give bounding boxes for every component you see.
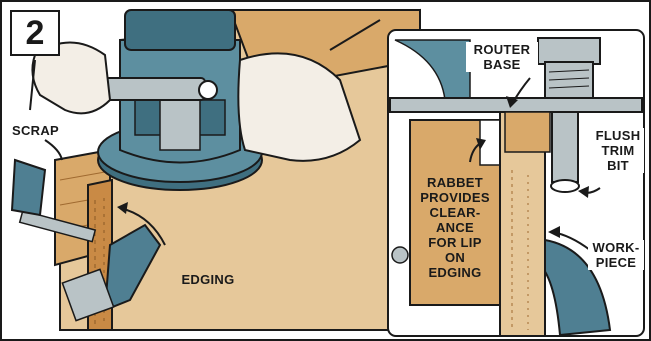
label-flush-trim-bit: FLUSH TRIM BIT (592, 128, 644, 173)
label-router-base: ROUTER BASE (466, 42, 538, 72)
clamp-handle (12, 160, 45, 215)
label-workpiece: WORK- PIECE (588, 240, 644, 270)
label-edging: EDGING (168, 272, 248, 287)
flush-trim-bit (552, 112, 578, 182)
bit-nut (538, 38, 600, 64)
step-number: 2 (10, 10, 60, 56)
label-rabbet-note: RABBET PROVIDES CLEAR- ANCE FOR LIP ON E… (412, 175, 498, 280)
label-scrap: SCRAP (12, 123, 72, 138)
